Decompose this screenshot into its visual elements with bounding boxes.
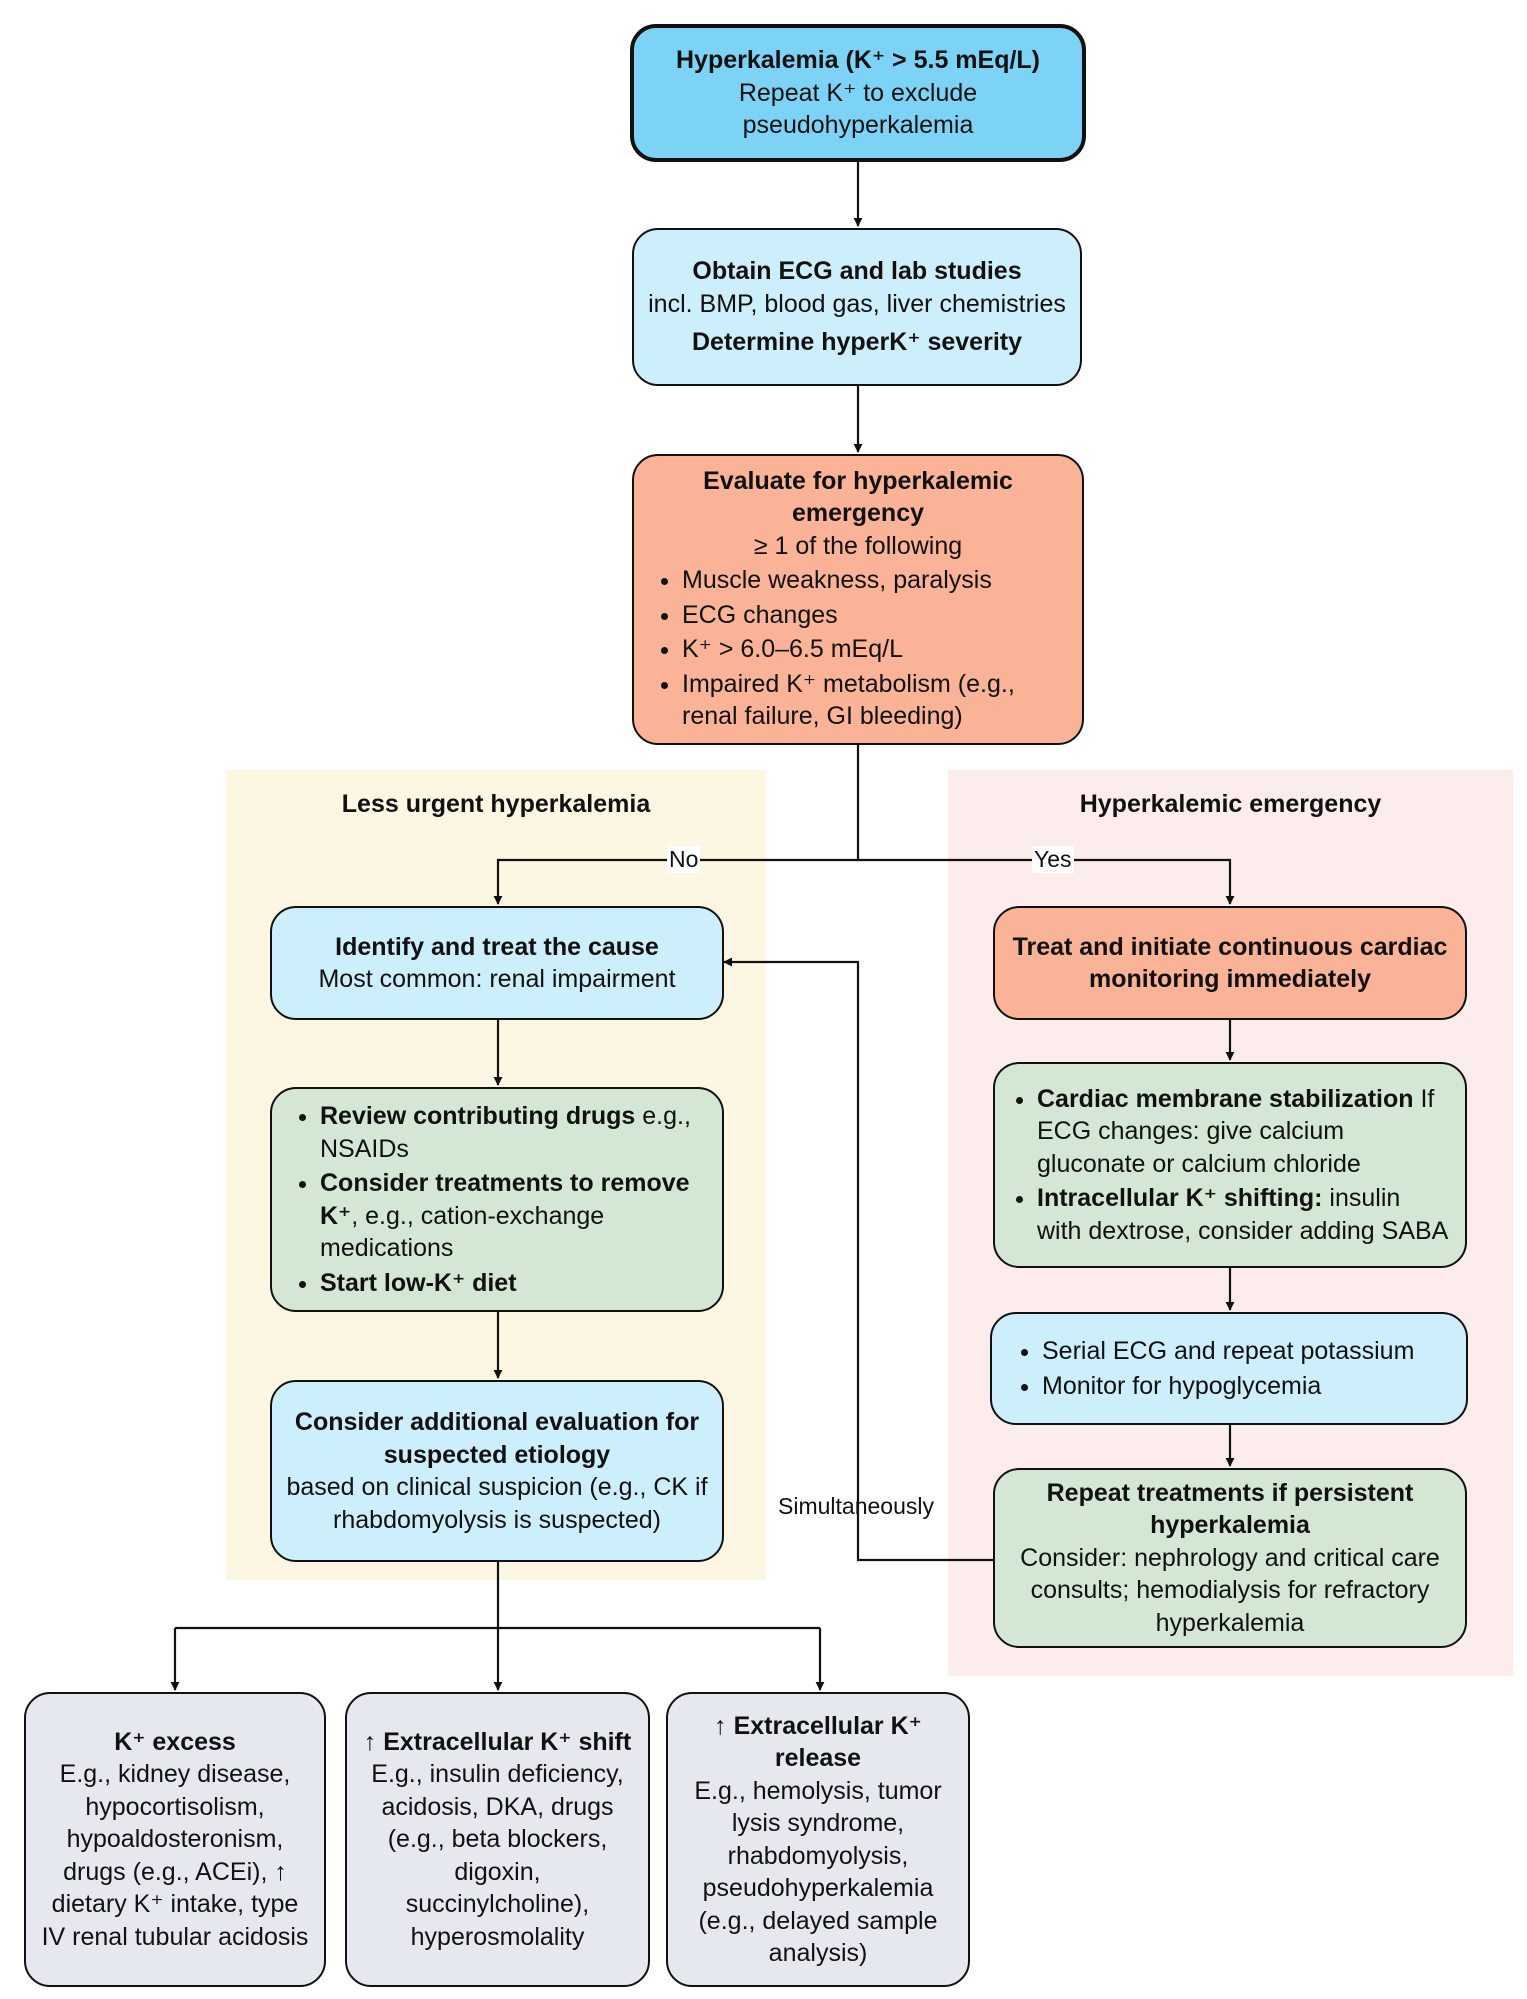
edge-simultaneously	[723, 957, 993, 1562]
review-item: Review contributing drugs e.g., NSAIDs	[320, 1100, 708, 1165]
review-item-rest: , e.g., cation-exchange medications	[320, 1201, 605, 1263]
evaluate-item: K⁺ > 6.0–6.5 mEq/L	[682, 633, 1068, 666]
node-extracellular-release-text: E.g., hemolysis, tumor lysis syndrome, r…	[694, 1776, 942, 1968]
edge-label-no: No	[667, 846, 701, 873]
node-review-drugs: Review contributing drugs e.g., NSAIDs C…	[270, 1087, 724, 1312]
stabilization-item: Intracellular K⁺ shifting: insulin with …	[1037, 1182, 1451, 1247]
node-extracellular-release: ↑ Extracellular K⁺ release E.g., hemolys…	[666, 1692, 970, 1987]
node-evaluate: Evaluate for hyperkalemic emergency ≥ 1 …	[632, 454, 1084, 745]
node-repeat-treatments-title: Repeat treatments if persistent hyperkal…	[1046, 1478, 1414, 1540]
node-repeat-treatments-text: Consider: nephrology and critical care c…	[1020, 1543, 1440, 1637]
node-k-excess-text: E.g., kidney disease, hypocortisolism, h…	[41, 1760, 309, 1951]
node-stabilization-list: Cardiac membrane stabilization If ECG ch…	[1009, 1081, 1451, 1250]
node-extracellular-shift: ↑ Extracellular K⁺ shift E.g., insulin d…	[345, 1692, 650, 1987]
node-k-excess-title: K⁺ excess	[114, 1727, 236, 1756]
node-additional-evaluation: Consider additional evaluation for suspe…	[270, 1380, 724, 1562]
node-obtain-ecg-title: Obtain ECG and lab studies	[692, 257, 1022, 286]
stabilization-item-bold: Intracellular K⁺ shifting:	[1037, 1184, 1323, 1213]
edge-yes	[858, 858, 1235, 905]
review-item: Start low-K⁺ diet	[320, 1267, 708, 1300]
node-extracellular-shift-text: E.g., insulin deficiency, acidosis, DKA,…	[371, 1760, 624, 1951]
node-additional-evaluation-title: Consider additional evaluation for suspe…	[294, 1408, 700, 1469]
node-extracellular-shift-title: ↑ Extracellular K⁺ shift	[363, 1727, 632, 1756]
review-item: Consider treatments to remove K⁺, e.g., …	[320, 1167, 708, 1265]
evaluate-item: Muscle weakness, paralysis	[682, 564, 1068, 597]
node-serial-ecg-list: Serial ECG and repeat potassium Monitor …	[1006, 1333, 1452, 1404]
serial-item: Serial ECG and repeat potassium	[1042, 1335, 1452, 1368]
node-identify-cause-text: Most common: renal impairment	[318, 965, 676, 993]
stabilization-item-rest: If ECG changes: give calcium gluconate o…	[1037, 1084, 1435, 1178]
node-obtain-ecg-footer: Determine hyperK⁺ severity	[691, 328, 1022, 357]
review-item-bold: Review contributing drugs	[320, 1102, 636, 1130]
region-less-urgent-title: Less urgent hyperkalemia	[341, 790, 651, 818]
node-hyperkalemia-text: Repeat K⁺ to exclude pseudohyperkalemia	[738, 78, 978, 140]
stabilization-item-rest: insulin with dextrose, consider adding S…	[1037, 1184, 1449, 1245]
node-additional-evaluation-text: based on clinical suspicion (e.g., CK if…	[286, 1473, 708, 1534]
node-treat-immediately: Treat and initiate continuous cardiac mo…	[993, 906, 1467, 1020]
node-obtain-ecg: Obtain ECG and lab studies incl. BMP, bl…	[632, 228, 1082, 386]
node-repeat-treatments: Repeat treatments if persistent hyperkal…	[993, 1468, 1467, 1648]
node-review-drugs-list: Review contributing drugs e.g., NSAIDs C…	[286, 1098, 708, 1301]
review-item-rest: e.g., NSAIDs	[320, 1102, 691, 1163]
node-evaluate-title: Evaluate for hyperkalemic emergency	[703, 466, 1013, 528]
review-item-bold: Start low-K⁺ diet	[320, 1268, 517, 1297]
serial-item: Monitor for hypoglycemia	[1042, 1370, 1452, 1403]
node-evaluate-subtitle: ≥ 1 of the following	[753, 531, 963, 560]
node-k-excess: K⁺ excess E.g., kidney disease, hypocort…	[24, 1692, 326, 1987]
edge-no	[493, 858, 858, 905]
node-treat-immediately-title: Treat and initiate continuous cardiac mo…	[1012, 932, 1448, 994]
node-stabilization: Cardiac membrane stabilization If ECG ch…	[993, 1062, 1467, 1268]
node-identify-cause: Identify and treat the cause Most common…	[270, 906, 724, 1020]
node-serial-ecg: Serial ECG and repeat potassium Monitor …	[990, 1312, 1468, 1425]
node-hyperkalemia-title: Hyperkalemia (K⁺ > 5.5 mEq/L)	[675, 46, 1041, 75]
node-hyperkalemia: Hyperkalemia (K⁺ > 5.5 mEq/L) Repeat K⁺ …	[630, 24, 1086, 162]
node-obtain-ecg-text: incl. BMP, blood gas, liver chemistries	[648, 289, 1066, 318]
node-evaluate-list: Muscle weakness, paralysis ECG changes K…	[648, 562, 1068, 735]
review-item-bold: Consider treatments to remove K⁺	[320, 1169, 690, 1230]
evaluate-item: ECG changes	[682, 599, 1068, 632]
stabilization-item-bold: Cardiac membrane stabilization	[1037, 1084, 1414, 1113]
edge-label-yes: Yes	[1032, 846, 1074, 873]
edge-label-simultaneously: Simultaneously	[778, 1493, 934, 1519]
node-extracellular-release-title: ↑ Extracellular K⁺ release	[714, 1711, 922, 1773]
region-emergency-title: Hyperkalemic emergency	[1079, 790, 1382, 818]
evaluate-item: Impaired K⁺ metabolism (e.g., renal fail…	[682, 668, 1068, 733]
stabilization-item: Cardiac membrane stabilization If ECG ch…	[1037, 1083, 1451, 1181]
node-identify-cause-title: Identify and treat the cause	[335, 932, 659, 961]
